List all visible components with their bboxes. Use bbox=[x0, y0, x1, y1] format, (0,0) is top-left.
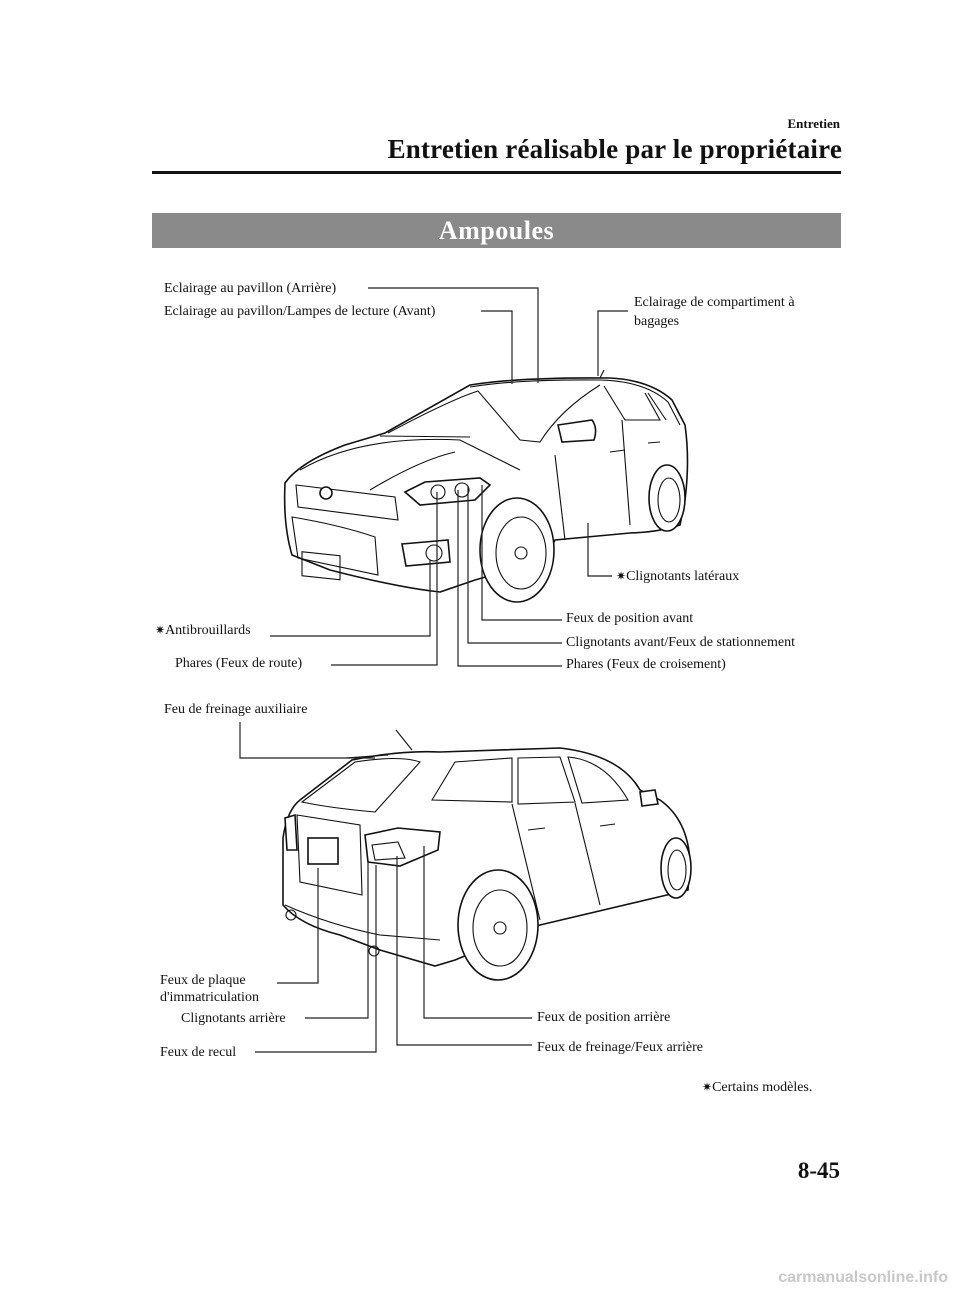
asterisk-burst-icon: ✷ bbox=[155, 623, 166, 637]
label-reverse: Feux de recul bbox=[160, 1045, 237, 1060]
rear-car-drawing bbox=[282, 729, 692, 981]
asterisk-burst-icon: ✷ bbox=[616, 569, 627, 583]
section-name: Entretien bbox=[787, 116, 840, 131]
footnote-text: Certains modèles. bbox=[712, 1080, 813, 1095]
label-plate-line1: Feux de plaque bbox=[160, 973, 246, 988]
banner-title: Ampoules bbox=[438, 215, 555, 245]
front-car-drawing bbox=[283, 369, 689, 603]
label-roof-light-front: Eclairage au pavillon/Lampes de lecture … bbox=[164, 304, 436, 319]
rear-leader-lines bbox=[239, 722, 532, 1053]
label-fog-lights: ✷Antibrouillards bbox=[155, 623, 251, 638]
front-leader-lines bbox=[270, 287, 628, 667]
label-front-turn: Clignotants avant/Feux de stationnement bbox=[566, 635, 796, 650]
label-rear-turn: Clignotants arrière bbox=[181, 1011, 286, 1026]
label-high-beam: Phares (Feux de route) bbox=[175, 656, 303, 671]
label-roof-light-rear: Eclairage au pavillon (Arrière) bbox=[164, 281, 337, 296]
asterisk-burst-icon: ✷ bbox=[702, 1080, 713, 1094]
label-cargo-light-line2: bagages bbox=[634, 314, 680, 329]
label-brake-tail: Feux de freinage/Feux arrière bbox=[537, 1040, 703, 1055]
section-banner: Ampoules bbox=[152, 213, 841, 248]
label-plate-line2: d'immatriculation bbox=[160, 990, 259, 1005]
label-side-turn: ✷Clignotants latéraux bbox=[616, 569, 740, 584]
page-number: 8-45 bbox=[797, 1158, 840, 1183]
header-rule bbox=[152, 171, 841, 174]
label-rear-position: Feux de position arrière bbox=[537, 1010, 671, 1025]
watermark: carmanualsonline.info bbox=[778, 1269, 948, 1286]
label-low-beam: Phares (Feux de croisement) bbox=[566, 657, 726, 672]
footnote: ✷Certains modèles. bbox=[702, 1080, 812, 1096]
page-title: Entretien réalisable par le propriétaire bbox=[387, 134, 842, 164]
label-high-brake: Feu de freinage auxiliaire bbox=[164, 702, 308, 717]
label-front-position: Feux de position avant bbox=[566, 611, 694, 626]
label-cargo-light-line1: Eclairage de compartiment à bbox=[634, 295, 795, 310]
